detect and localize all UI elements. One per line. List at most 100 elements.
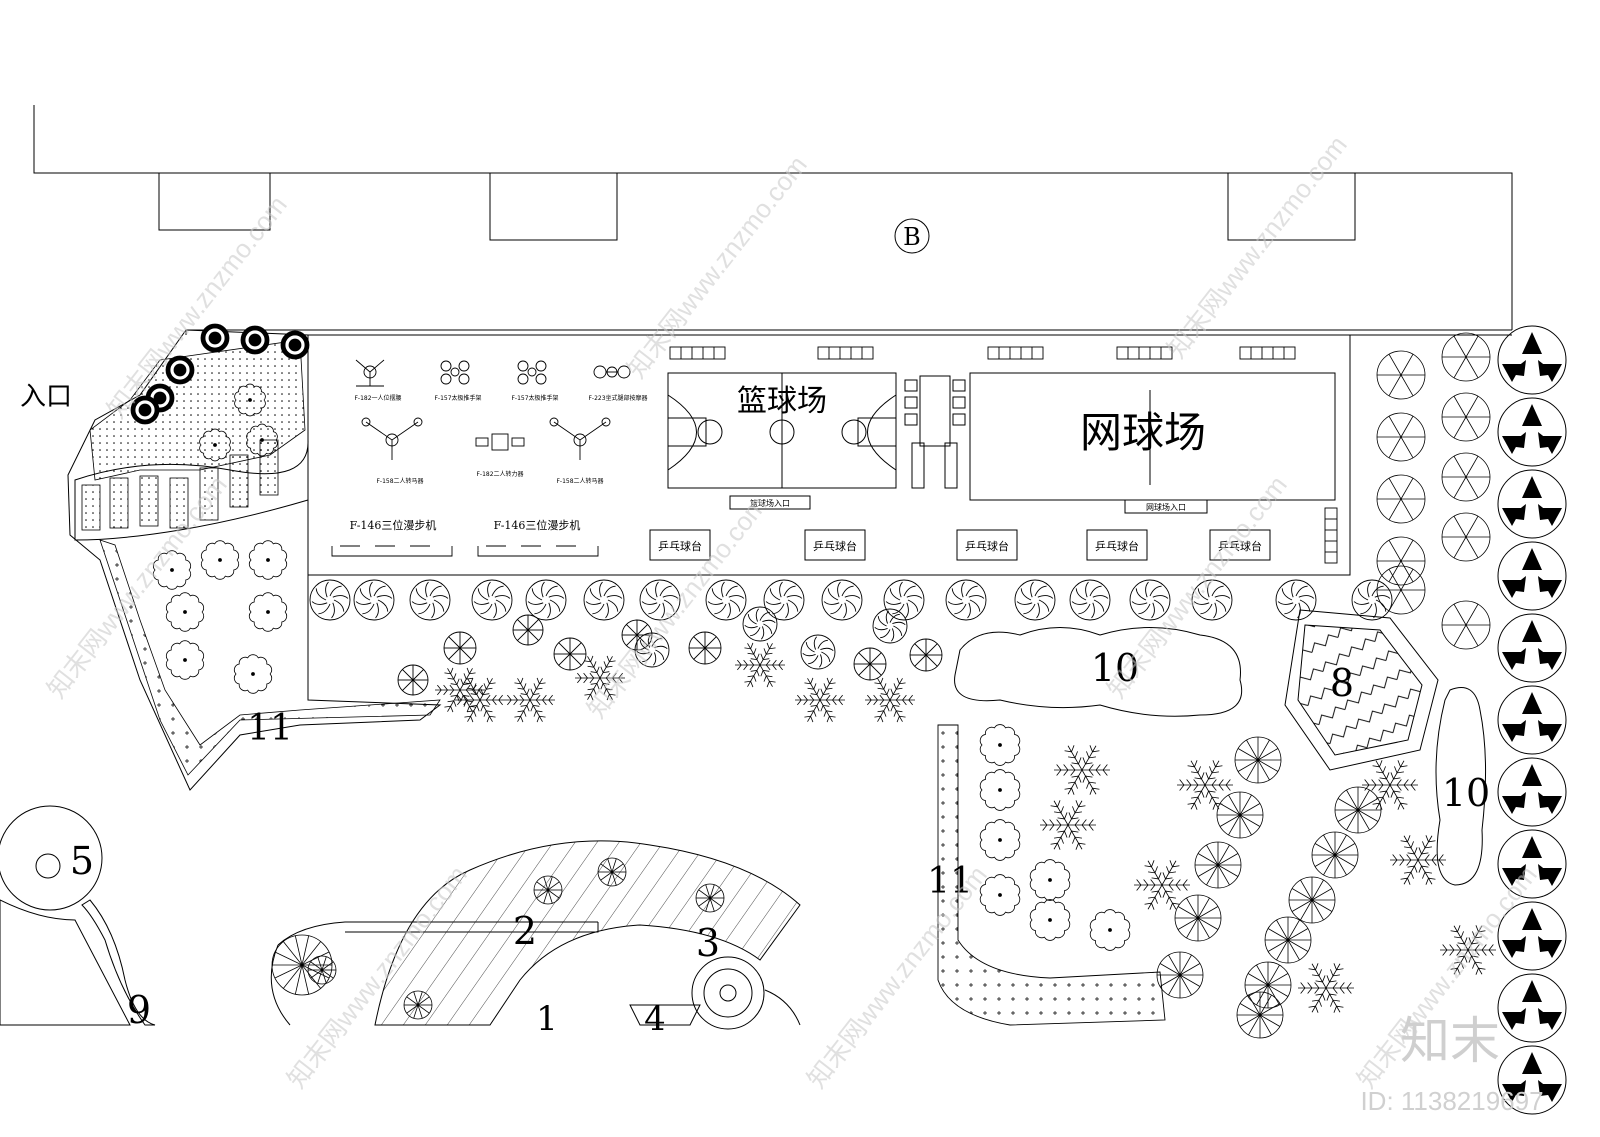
tree-symbol (639, 579, 681, 621)
shrub-symbol (979, 724, 1021, 766)
shrub-symbol (435, 667, 485, 713)
shrub-symbol (865, 677, 915, 723)
tree-symbol (1234, 736, 1282, 784)
tree-symbol (853, 647, 887, 681)
tree-symbol (1311, 831, 1359, 879)
ping-pong-label: 乒乓球台 (965, 539, 1009, 553)
tennis-court (969, 372, 1336, 514)
tree-symbol (409, 579, 451, 621)
bleachers (669, 346, 1338, 564)
equipment-label: F-182一人位摆腰 (354, 394, 401, 402)
zone-number: 10 (1442, 771, 1490, 815)
tree-symbol (621, 619, 653, 651)
tree-symbol (1376, 536, 1426, 586)
tree-symbol (763, 579, 805, 621)
left-circle-zone (0, 805, 156, 1026)
tree-symbol (1376, 350, 1426, 400)
tree-symbol (553, 637, 587, 671)
shrub-symbol (200, 540, 240, 580)
shrub-symbol (1089, 909, 1131, 951)
zone-number: 11 (927, 861, 973, 902)
shrub-symbol (234, 383, 266, 417)
tree-symbol (742, 606, 778, 642)
shrub-symbol (1440, 925, 1496, 975)
tree-symbol (443, 631, 477, 665)
shrub-symbol (200, 323, 230, 353)
evergreen-tree-symbol (1497, 685, 1567, 755)
tree-symbol (1156, 951, 1204, 999)
shrub-symbol (165, 640, 205, 680)
tree-symbol (397, 664, 429, 696)
walker-machines: F-146三位漫步机 F-146三位漫步机 (331, 518, 599, 557)
tree-symbol (821, 579, 863, 621)
shrub-symbol (979, 874, 1021, 916)
hexagon-zone-8 (1284, 609, 1439, 771)
lower-plaza (270, 840, 801, 1030)
shrub-symbol (248, 540, 288, 580)
tree-symbol (945, 579, 987, 621)
tennis-court-label: 网球场 (1080, 408, 1206, 457)
tree-symbol (1194, 841, 1242, 889)
tree-symbol (597, 857, 627, 887)
shrub-symbol (1134, 860, 1190, 910)
shrub-symbol (165, 355, 195, 385)
tree-symbol (705, 579, 747, 621)
zone-numbers: 11 11 10 10 8 5 9 2 3 1 4 (70, 646, 1490, 1039)
walker-label: F-146三位漫步机 (494, 518, 581, 532)
tree-symbol (1191, 579, 1233, 621)
watermark-layer: 知末网www.znzmo.com 知末网www.znzmo.com 知末网www… (41, 130, 1543, 1116)
evergreen-tree-symbol (1497, 541, 1567, 611)
fitness-equipment (355, 359, 631, 460)
shrub-symbol (1390, 835, 1446, 885)
tree-symbol (872, 608, 908, 644)
tree-symbol (1334, 786, 1382, 834)
tree-symbol (688, 631, 722, 665)
shrub-symbol (979, 769, 1021, 811)
tree-symbol (1441, 392, 1491, 442)
shrub-symbol (979, 819, 1021, 861)
zone-number: 9 (127, 988, 151, 1032)
tree-symbol (1129, 579, 1171, 621)
evergreen-tree-symbol (1497, 325, 1567, 395)
ping-pong-label: 乒乓球台 (813, 539, 857, 553)
tree-symbol (512, 614, 544, 646)
tree-symbol (1288, 876, 1336, 924)
watermark-text: 知末网www.znzmo.com (41, 470, 233, 704)
tree-symbol (800, 634, 836, 670)
axis-marker: B (894, 218, 930, 254)
shrub-symbol (240, 325, 270, 355)
ping-pong-label: 乒乓球台 (1218, 539, 1262, 553)
watermark-id: ID: 1138219697 (1360, 1086, 1543, 1116)
shrub-symbol (248, 592, 288, 632)
zone-number: 8 (1330, 661, 1354, 705)
evergreen-tree-symbol (1497, 469, 1567, 539)
shrub-symbol (575, 655, 625, 701)
zone-number: 11 (247, 708, 293, 749)
zone-number: 10 (1091, 646, 1139, 690)
equipment-label: F-158二人转马器 (376, 477, 423, 485)
tree-symbol (695, 883, 725, 913)
evergreen-tree-symbol (1497, 973, 1567, 1043)
tree-symbol (1216, 791, 1264, 839)
tree-symbol (271, 934, 333, 996)
entrance-garden (67, 329, 442, 791)
equipment-labels: F-182一人位摆腰 F-157太极推手架 F-157太极推手架 F-223坐式… (354, 394, 647, 485)
tree-symbol (525, 579, 567, 621)
shrub-symbol (152, 550, 192, 590)
shrub-symbol (1029, 859, 1071, 901)
equipment-label: F-223坐式腿部按摩器 (588, 394, 647, 402)
walker-label: F-146三位漫步机 (350, 518, 437, 532)
tree-symbol (1014, 579, 1056, 621)
tree-symbol (1264, 916, 1312, 964)
axis-marker-label: B (903, 223, 921, 251)
building-outline (33, 105, 1513, 330)
equipment-label: F-157太极推手架 (434, 394, 481, 402)
tree-symbol (1441, 600, 1491, 650)
shrub-symbol (199, 428, 231, 462)
watermark-text: 知末网www.znzmo.com (1101, 470, 1293, 704)
tree-symbol (1441, 452, 1491, 502)
sports-platform (185, 329, 1512, 576)
equipment-label: F-182二人转力器 (476, 470, 523, 478)
equipment-label: F-157太极推手架 (511, 394, 558, 402)
zone-number: 1 (536, 999, 558, 1039)
